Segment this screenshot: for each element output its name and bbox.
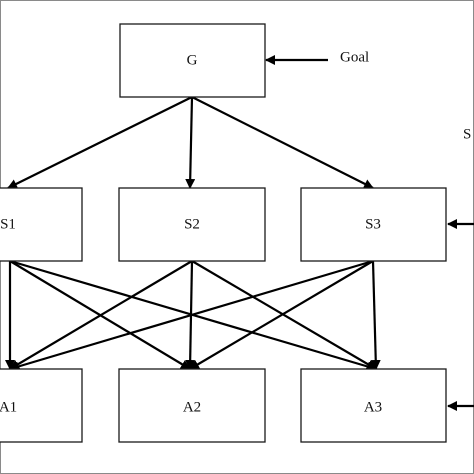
edge-s3-to-a2: [189, 260, 374, 370]
edge-s3-to-a1: [9, 259, 374, 372]
goal-box: [119, 23, 266, 98]
edge-goal-to-s3: [191, 96, 374, 189]
s2-box: [118, 187, 266, 262]
edge-goal-to-s2: [185, 96, 196, 189]
a1-node: A1: [0, 368, 83, 443]
right-cut-label: S: [463, 126, 471, 142]
goal-node: G: [119, 23, 266, 98]
goal-node-label: G: [187, 52, 198, 68]
s3-node: S3: [300, 187, 447, 262]
a3-box: [300, 368, 447, 443]
a1-node-label: A1: [0, 399, 17, 415]
s2-node-label: S2: [184, 216, 200, 232]
a2-node: A2: [118, 368, 266, 443]
s1-node: S1: [0, 187, 83, 262]
a3-node-label: A3: [364, 399, 382, 415]
s1-box: [0, 187, 83, 262]
s2-node: S2: [118, 187, 266, 262]
goal-annotation-label: Goal: [340, 49, 369, 65]
edge-s2-to-a1: [9, 260, 193, 370]
s3-box: [300, 187, 447, 262]
edge-s2-to-a3: [191, 260, 377, 370]
edge-s3-to-a3: [370, 260, 381, 370]
a3-node: A3: [300, 368, 447, 443]
a2-node-label: A2: [183, 399, 201, 415]
s1-node-label: S1: [0, 216, 16, 232]
edge-goal-to-s1: [7, 96, 193, 189]
s3-node-label: S3: [365, 216, 381, 232]
edges-group: [5, 96, 381, 372]
a1-box: [0, 368, 83, 443]
a2-box: [118, 368, 266, 443]
